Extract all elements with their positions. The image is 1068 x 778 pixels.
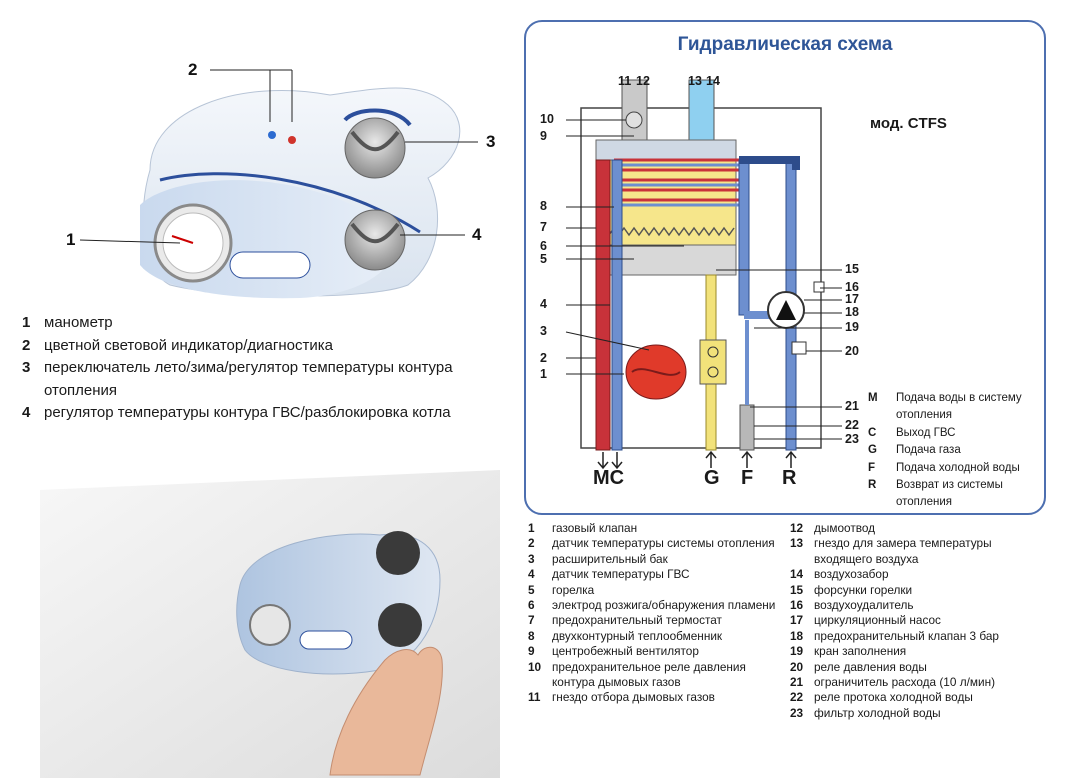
part-number: 5 [540,252,547,266]
part-number: 23 [845,432,859,446]
connection-f: F [741,467,754,489]
hand-image [329,646,443,776]
part-number: 21 [845,399,859,413]
part-number: 16 [845,280,859,294]
connection-mc: MC [593,467,625,489]
flue-duct [621,79,648,141]
schema-title: Гидравлическая схема [677,34,893,55]
part-number: 22 [845,418,859,432]
part-number: 7 [540,220,547,234]
part-number: 6 [540,239,547,253]
indicator-light-icon [268,131,276,139]
part-number: 2 [540,351,547,365]
part-number: 12 [636,74,650,88]
part-number: 10 [540,112,554,126]
control-panel-illustration [79,69,478,299]
brand-logo [229,251,311,279]
diagnostic-light-icon [288,136,296,144]
part-number: 17 [845,292,859,306]
part-number: 15 [845,262,859,276]
part-number: 3 [540,324,547,338]
connection-r: R [782,467,797,489]
part-number: 11 [618,74,632,88]
callout-4: 4 [472,225,482,244]
callout-2: 2 [188,60,198,79]
pressure-switch-icon [791,341,807,355]
part-number: 18 [845,305,859,319]
model-label: мод. CTFS [870,115,947,132]
part-number: 20 [845,344,859,358]
part-number: 14 [706,74,720,88]
part-number: 19 [845,320,859,334]
part-number: 13 [688,74,702,88]
boiler-photo [40,470,500,778]
connection-g: G [704,467,720,489]
callout-1: 1 [66,230,76,249]
hydraulic-diagram [565,79,842,470]
callout-3: 3 [486,132,496,151]
part-number: 4 [540,297,547,311]
air-intake [688,79,715,141]
fan-icon [625,111,643,129]
part-number: 1 [540,367,547,381]
cold-water-pipe [739,404,755,451]
schema-frame [524,20,1046,515]
part-number: 9 [540,129,547,143]
part-number: 8 [540,199,547,213]
